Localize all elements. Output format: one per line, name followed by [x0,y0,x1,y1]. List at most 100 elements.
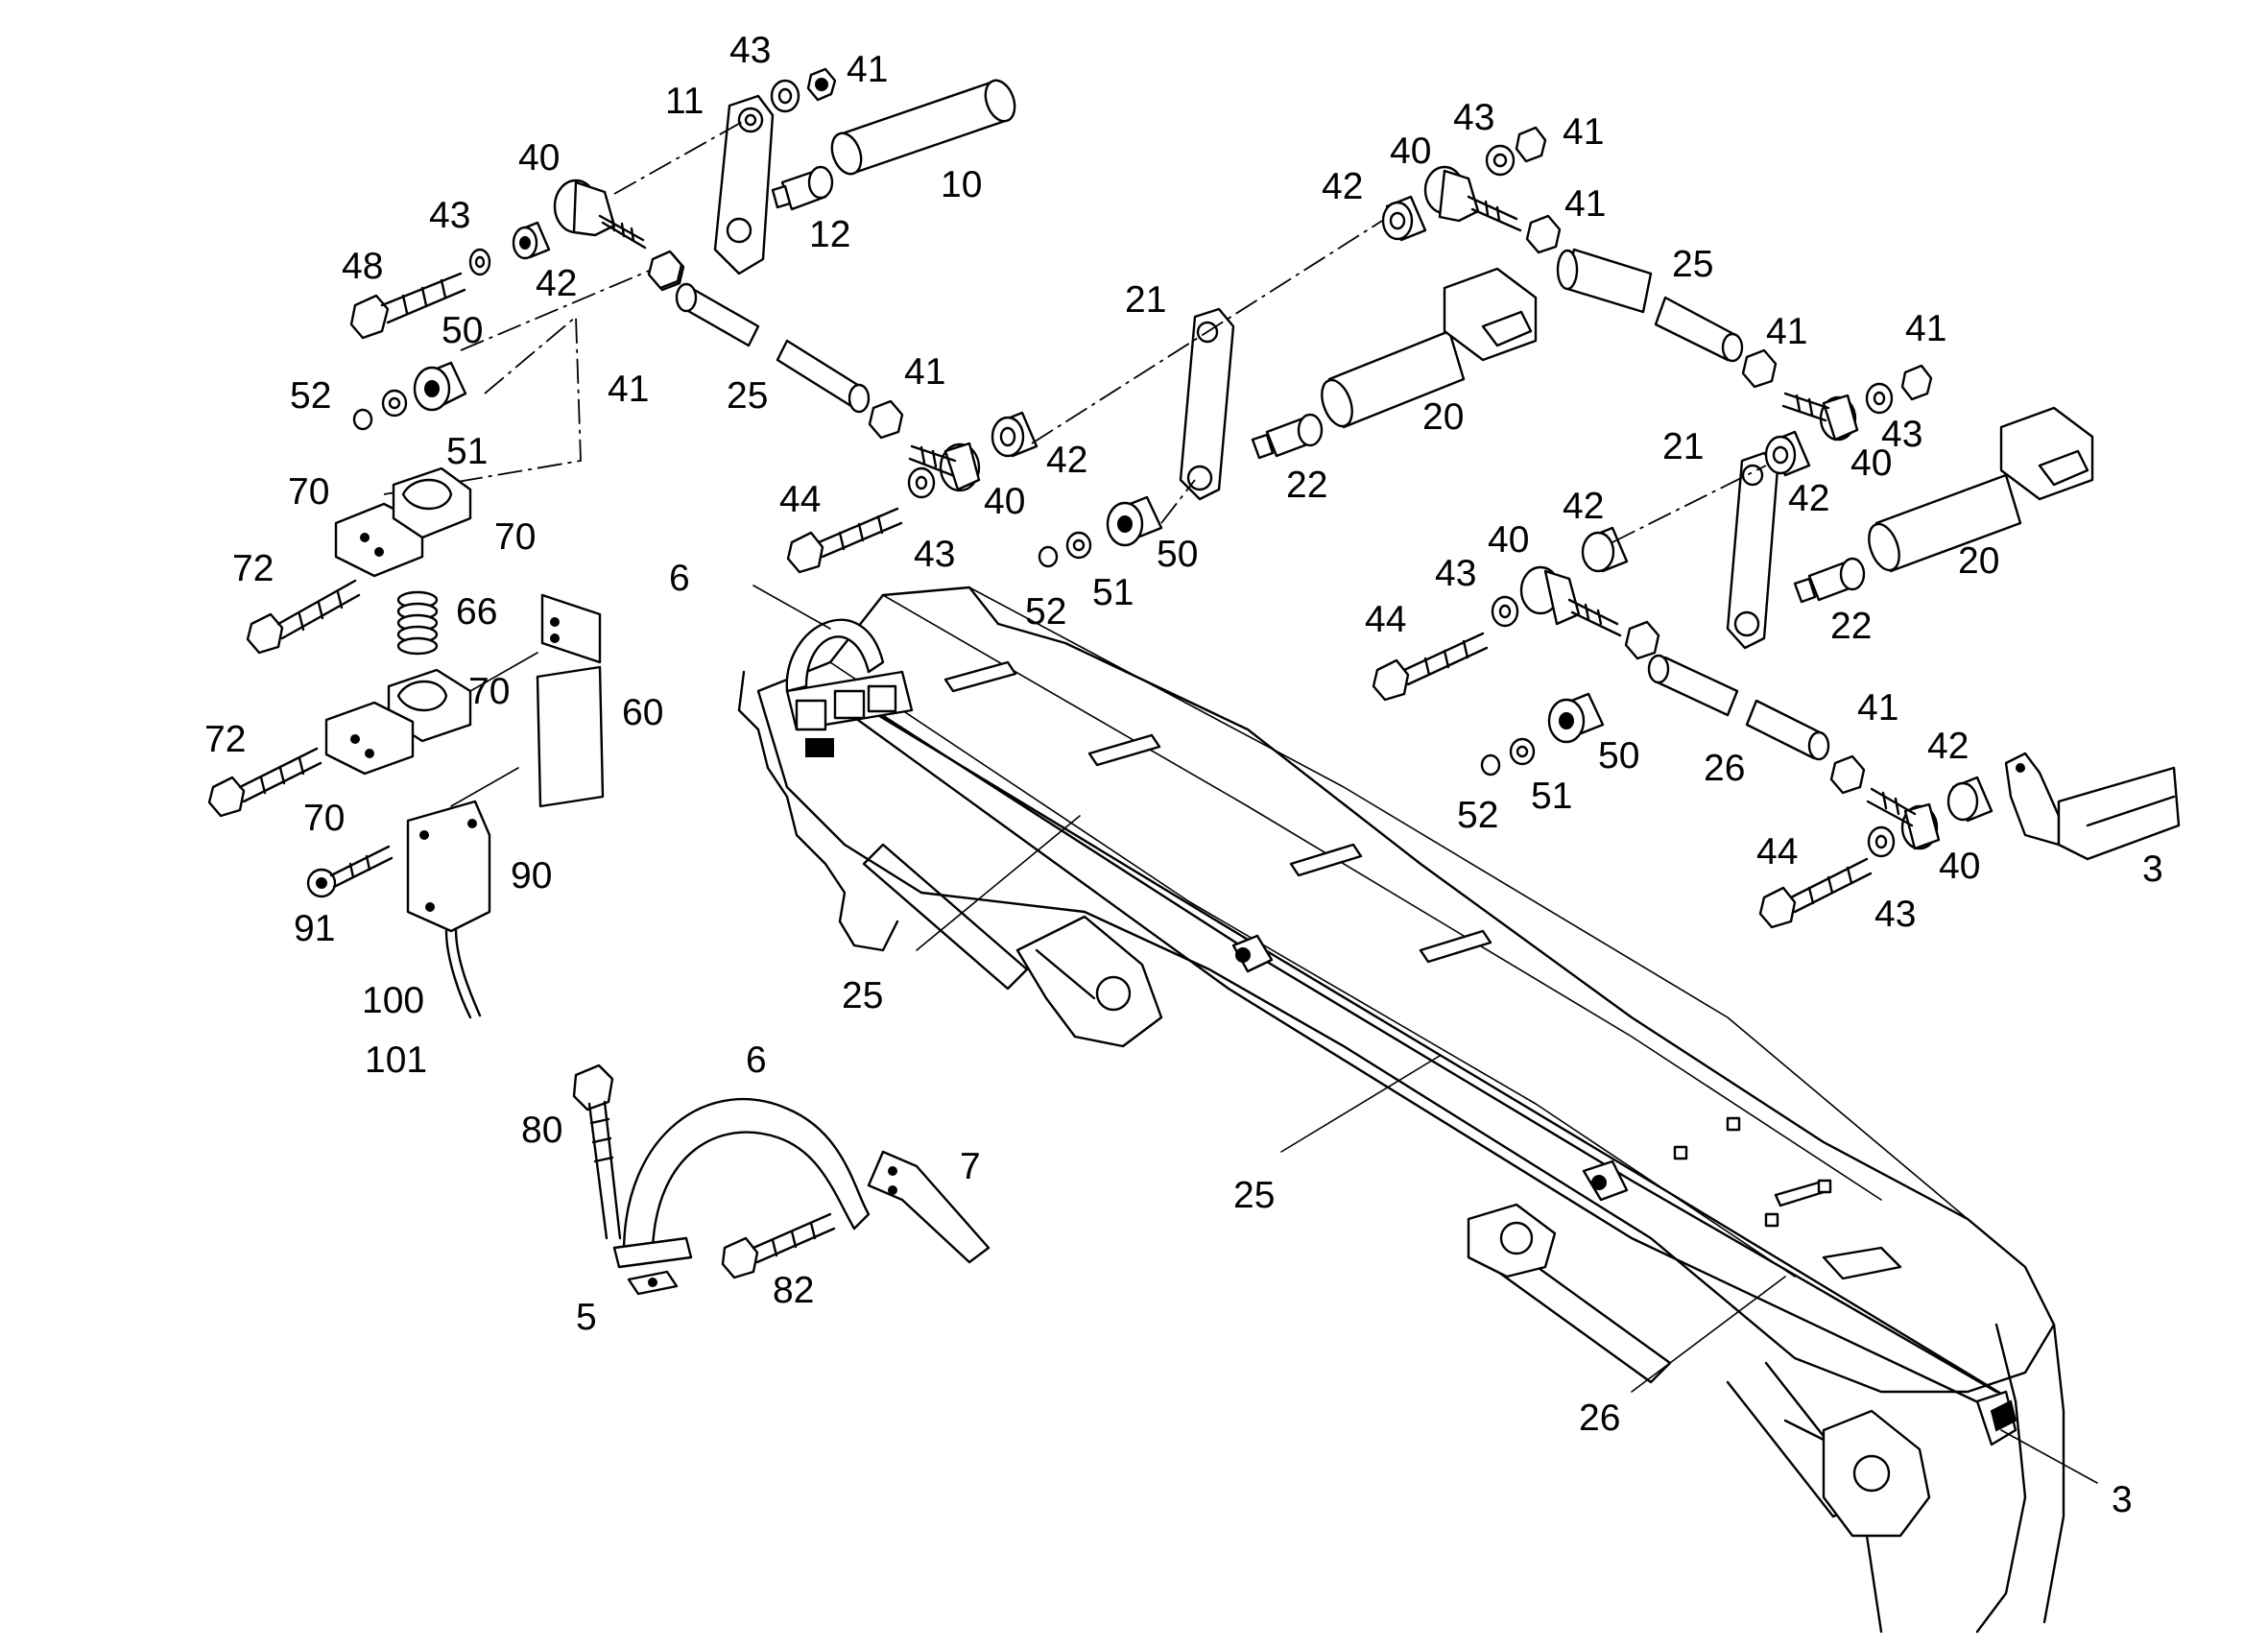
part-labels: 43 41 11 40 10 12 43 42 48 50 41 25 41 5… [204,30,2163,1520]
fitting-group-left [349,67,1016,495]
callout-40: 40 [1390,131,1431,172]
callout-26: 26 [1579,1398,1620,1439]
callout-41: 41 [904,351,945,393]
callout-20: 20 [1422,396,1464,438]
elbow-40-mid [908,442,981,492]
callout-20: 20 [1958,540,1999,582]
spacer-42-mid [991,411,1039,458]
fitting-50-rm [1547,692,1605,744]
nut-41-rt-top [1515,126,1547,163]
callout-43: 43 [429,195,470,236]
elbow-40-rm [1519,565,1622,637]
plate-60 [536,593,605,808]
callout-40: 40 [1488,519,1529,561]
hose-clamp-lower [1582,1159,1629,1202]
callout-41: 41 [1905,308,1946,349]
spacer-42-rm2 [1581,526,1629,573]
boom-tip-bracket [1975,1390,2017,1446]
callout-90: 90 [511,855,552,896]
callout-40: 40 [1850,442,1892,484]
fitting-50-mid [1106,495,1163,547]
callout-100: 100 [362,980,424,1021]
callout-40: 40 [518,137,560,179]
callout-11: 11 [665,81,704,122]
nut-41-rt-pipe [1741,348,1778,389]
callout-70: 70 [303,798,345,839]
callout-42: 42 [1927,726,1969,767]
callout-22: 22 [1830,606,1872,647]
callout-21: 21 [1125,279,1166,321]
elbow-40 [553,179,647,250]
callout-72: 72 [232,548,274,589]
callout-43: 43 [1874,894,1916,935]
bolt-44-mid [786,507,903,574]
guard-strap-6 [622,1098,871,1255]
bolt-44-rm [1372,632,1489,702]
callout-44: 44 [1756,831,1798,872]
callout-52: 52 [1457,795,1498,836]
fitting-group-right-mid [1372,406,2094,777]
callout-22: 22 [1286,465,1327,506]
pipe-10 [830,79,1016,176]
clamp-70-lower [324,668,472,776]
callout-12: 12 [809,214,850,255]
callout-50: 50 [442,310,483,351]
elbow-40-rt [1423,165,1522,232]
bracket-plate-21-rt [1726,451,1779,650]
callout-66: 66 [456,591,497,633]
adapter-22-mid [1251,413,1324,460]
callout-43: 43 [729,30,771,71]
nut-41-rb [1829,754,1866,795]
callout-42: 42 [536,263,577,304]
nut-41-rt-mid [1525,214,1562,254]
callout-50: 50 [1598,735,1639,777]
bolt-48 [349,272,466,340]
callout-52: 52 [1025,591,1066,633]
sensor-90 [406,800,491,1019]
callout-25: 25 [1233,1175,1275,1216]
callout-25: 25 [727,375,768,417]
spacer-42-rb [1946,776,1993,823]
callout-43: 43 [1435,553,1476,594]
spacer-42-rm [1764,430,1811,477]
callout-40: 40 [984,481,1025,522]
bolt-82 [721,1212,836,1279]
callout-42: 42 [1563,486,1604,527]
callout-43: 43 [1453,97,1494,138]
callout-26: 26 [1704,748,1745,789]
bolt-72-upper [246,579,361,655]
clamp-70-upper [334,466,472,578]
callout-51: 51 [1092,572,1134,613]
nut-41-rm [1624,620,1660,660]
callout-101: 101 [365,1040,427,1081]
screw-91 [306,845,394,898]
nut-41-rt-end [1900,364,1933,401]
nut-41-top [806,67,837,102]
guard-group [572,1063,991,1296]
callout-51: 51 [446,431,488,472]
leader-lines [752,585,2098,1484]
callout-6: 6 [669,558,690,599]
clamp-sensor-group [207,466,605,1019]
callout-41: 41 [1766,311,1807,352]
callout-70: 70 [494,516,536,558]
callout-60: 60 [622,692,663,733]
pipe-26 [1647,654,1830,761]
bolt-80 [572,1063,622,1240]
fitting-group-right-bottom [1758,752,2181,929]
callout-25: 25 [1672,244,1713,285]
callout-41: 41 [1857,687,1898,729]
pipe-25-right [1556,248,1744,363]
callout-52: 52 [290,375,331,417]
spring-66 [396,590,439,656]
callout-44: 44 [1365,599,1406,640]
callout-80: 80 [521,1110,562,1151]
spacer-42-left [512,221,551,260]
fitting-50-left [413,361,467,412]
callout-3: 3 [2112,1479,2133,1520]
callout-6: 6 [746,1040,767,1081]
callout-70: 70 [468,671,510,712]
bracket-plate-21-mid [1179,307,1235,501]
